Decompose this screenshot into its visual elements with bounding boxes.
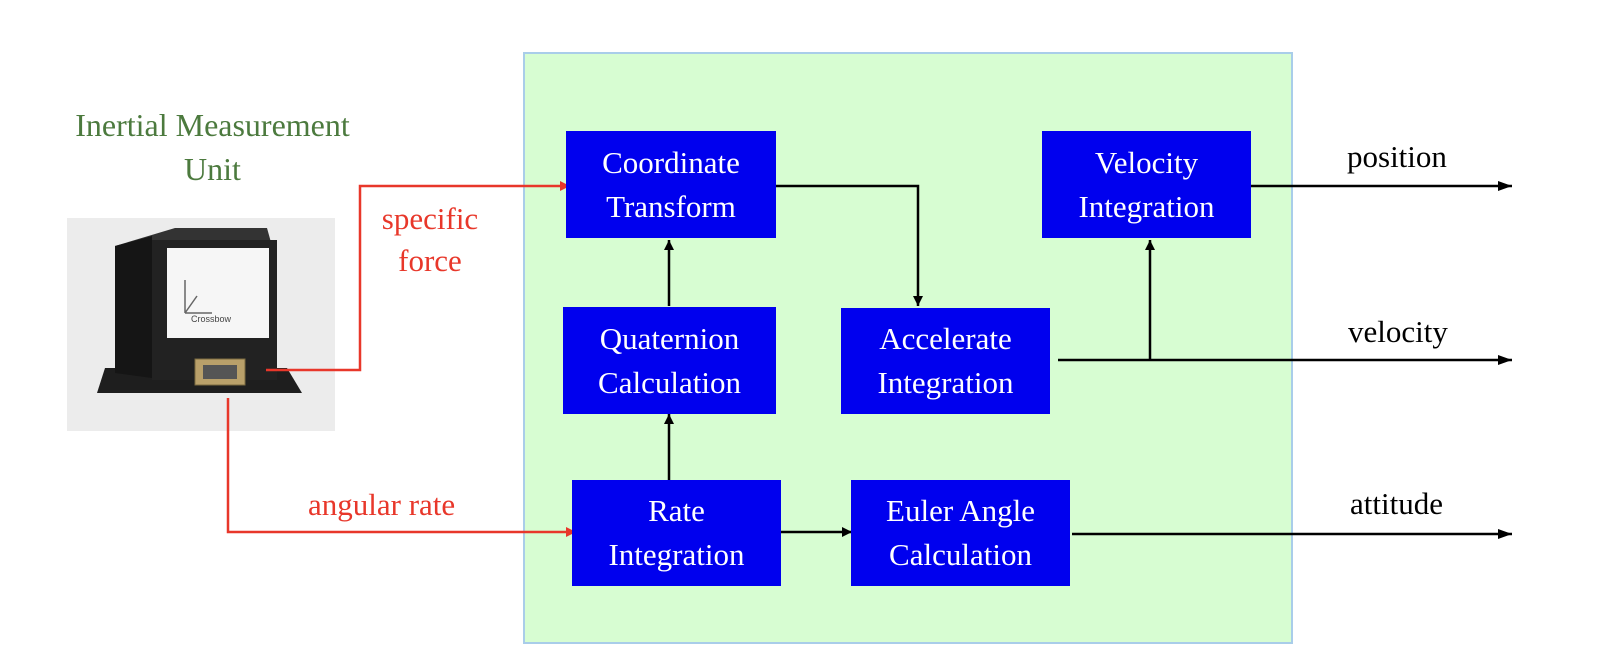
accelerate-integration-line2: Integration xyxy=(877,365,1014,400)
imu-title-line2: Unit xyxy=(184,151,241,187)
imu-label-plate xyxy=(167,248,269,338)
coordinate-transform-line1: Coordinate xyxy=(602,144,740,180)
velocity-integration-line2: Integration xyxy=(1078,188,1215,224)
specific-force-wire xyxy=(266,181,570,372)
quaternion-calculation-line2: Calculation xyxy=(598,364,741,400)
accelerate-integration-block: Accelerate Integration xyxy=(841,308,1050,414)
imu-brand-text: Crossbow xyxy=(191,314,232,324)
accelerate-integration-line1: Accelerate xyxy=(879,321,1012,356)
specific-force-label-line1: specific xyxy=(381,201,479,236)
imu-axes-icon xyxy=(184,280,212,314)
imu-connector-pins xyxy=(203,365,237,379)
quaternion-calculation-line1: Quaternion xyxy=(599,320,740,356)
transform-to-accelerate-arrow xyxy=(776,184,923,306)
rate-integration-line2: Integration xyxy=(608,537,745,572)
velocity-integration-line1: Velocity xyxy=(1094,144,1199,180)
specific-force-label: specific force xyxy=(365,198,495,282)
attitude-output-label: attitude xyxy=(1350,486,1443,521)
position-output-label: position xyxy=(1347,139,1447,174)
angular-rate-label: angular rate xyxy=(308,487,456,522)
quaternion-calculation-block: Quaternion Calculation xyxy=(563,307,776,414)
euler-angle-calculation-block: Euler Angle Calculation xyxy=(851,480,1070,586)
imu-title-line1: Inertial Measurement xyxy=(75,107,350,143)
euler-angle-calculation-line1: Euler Angle xyxy=(886,493,1035,528)
euler-angle-calculation-line2: Calculation xyxy=(889,537,1032,572)
imu-side-face xyxy=(115,236,152,378)
specific-force-label-line2: force xyxy=(398,243,462,278)
imu-title: Inertial Measurement Unit xyxy=(40,103,385,191)
angular-rate-wire xyxy=(226,398,576,537)
rate-integration-line1: Rate xyxy=(648,493,705,528)
velocity-output-label: velocity xyxy=(1348,314,1448,349)
coordinate-transform-block: Coordinate Transform xyxy=(566,131,776,238)
velocity-integration-block: Velocity Integration xyxy=(1042,131,1251,238)
coordinate-transform-line2: Transform xyxy=(606,188,736,224)
imu-device-image: Crossbow xyxy=(67,218,335,431)
rate-integration-block: Rate Integration xyxy=(572,480,781,586)
